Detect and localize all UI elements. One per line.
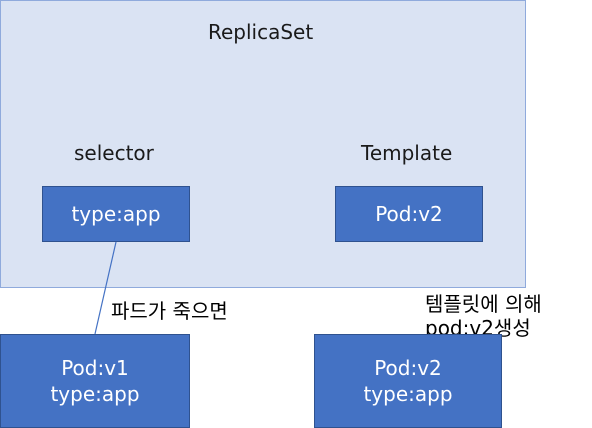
pod-v1-box: Pod:v1 type:app [0, 334, 190, 428]
template-box: Pod:v2 [335, 186, 483, 242]
template-label: Template [361, 141, 453, 165]
template-annotation-line1: 템플릿에 의해 [425, 292, 542, 316]
pod-v1-label: type:app [50, 382, 140, 406]
template-annotation: 템플릿에 의해 pod:v2생성 [425, 292, 542, 340]
pod-v2-label: type:app [363, 382, 453, 406]
pod-dies-annotation: 파드가 죽으면 [111, 299, 228, 323]
pod-v2-box: Pod:v2 type:app [314, 334, 502, 428]
selector-box: type:app [42, 186, 190, 242]
selector-label: selector [74, 141, 154, 165]
pod-v1-name: Pod:v1 [61, 356, 129, 380]
selector-box-text: type:app [71, 202, 161, 226]
pod-v2-name: Pod:v2 [374, 356, 442, 380]
replicaset-title: ReplicaSet [208, 20, 314, 44]
template-box-text: Pod:v2 [375, 202, 443, 226]
